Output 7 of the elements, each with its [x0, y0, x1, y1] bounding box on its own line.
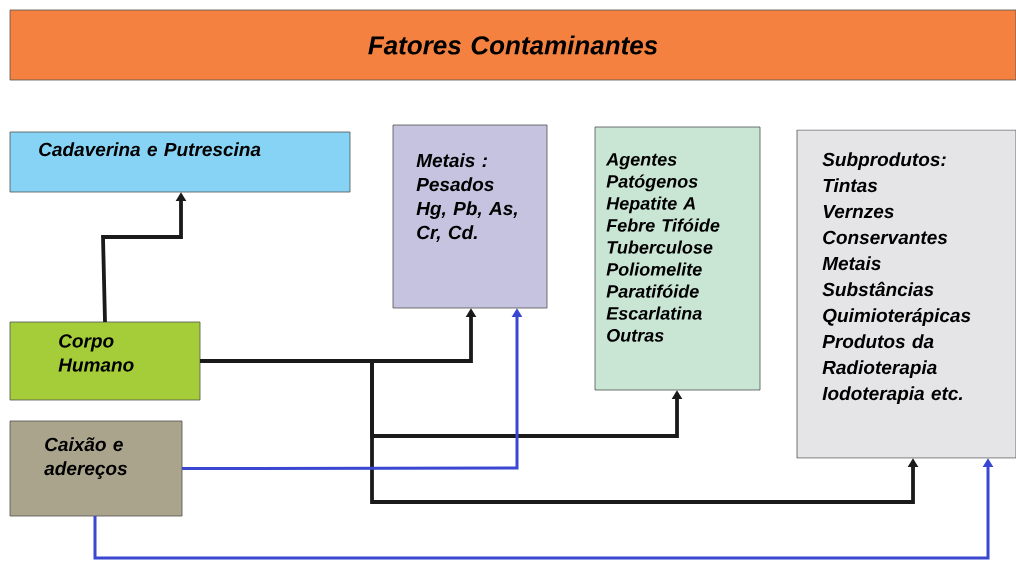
process-box: Corpo Humano [9, 321, 201, 401]
process-box: Caixão e adereços [9, 420, 183, 517]
process-box: Subprodutos: Tintas Vernzes Conservantes Metais Substâncias Quimioterápicas Produtos da Radioterapia Iodoterapia etc. [796, 129, 1016, 459]
process-box: Cadaverina e Putrescina [9, 131, 351, 193]
title-band: Fatores Contaminantes [9, 9, 1016, 81]
process-box: Metais : Pesados Hg, Pb, As, Cr, Cd. [392, 124, 548, 309]
process-box: Agentes Patógenos Hepatite A Febre Tifóide Tuberculose Poliomelite Paratifóide Escarlatina Outras [594, 126, 761, 391]
